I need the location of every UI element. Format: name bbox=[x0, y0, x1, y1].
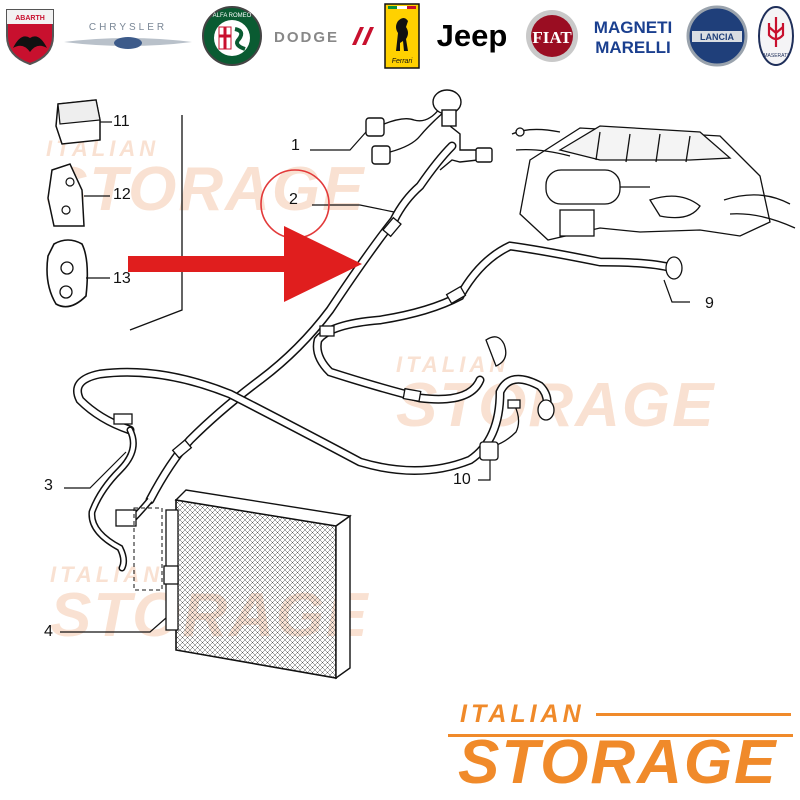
svg-text:MARELLI: MARELLI bbox=[595, 38, 671, 57]
red-arrow-icon bbox=[128, 226, 362, 302]
alfa-romeo-logo: ALFA ROMEO bbox=[200, 4, 264, 68]
part-1-pressure-switch bbox=[365, 89, 493, 171]
abarth-logo: ABARTH bbox=[2, 4, 58, 68]
dodge-logo-text: DODGE bbox=[274, 29, 339, 46]
callout-11: 11 bbox=[113, 113, 130, 130]
svg-text:MAGNETI: MAGNETI bbox=[594, 18, 672, 37]
chrysler-logo-text: CHRYSLER bbox=[89, 22, 167, 33]
callout-13: 13 bbox=[113, 270, 131, 287]
jeep-logo: Jeep bbox=[428, 4, 516, 68]
callout-2: 2 bbox=[289, 191, 298, 208]
fiat-logo: FIAT bbox=[524, 4, 580, 68]
liquid-line-hose bbox=[73, 336, 555, 476]
part-4-condenser bbox=[133, 489, 352, 680]
jeep-logo-text: Jeep bbox=[436, 18, 508, 53]
callout-leader-lines bbox=[60, 131, 690, 633]
callout-12: 12 bbox=[113, 186, 131, 203]
brand-big-text: STORAGE bbox=[458, 728, 778, 797]
maserati-logo-text: MASERATI bbox=[763, 53, 788, 59]
dodge-logo: DODGE bbox=[270, 4, 374, 68]
brand-rule bbox=[448, 734, 793, 737]
brand-small-text: ITALIAN bbox=[460, 700, 585, 728]
italian-storage-logo: ITALIAN STORAGE bbox=[448, 700, 793, 797]
part-2-ac-hose bbox=[145, 141, 457, 505]
part-13-rubber-mount-icon bbox=[46, 239, 110, 308]
callout-10: 10 bbox=[453, 471, 471, 488]
ferrari-logo-text: Ferrari bbox=[392, 58, 413, 65]
callout-4: 4 bbox=[44, 623, 53, 640]
magneti-marelli-logo: MAGNETI MARELLI bbox=[586, 4, 680, 68]
lancia-logo-text: LANCIA bbox=[700, 32, 734, 42]
alfa-romeo-logo-text: ALFA ROMEO bbox=[213, 13, 252, 19]
chrysler-logo: CHRYSLER bbox=[62, 4, 194, 68]
lancia-logo: LANCIA bbox=[684, 4, 750, 68]
part-9-suction-hose bbox=[312, 241, 683, 404]
part-12-bracket-icon bbox=[47, 163, 110, 227]
callout-3: 3 bbox=[44, 477, 53, 494]
abarth-logo-text: ABARTH bbox=[15, 15, 45, 22]
part-3-condenser-pipes bbox=[88, 413, 153, 572]
maserati-logo: MASERATI bbox=[756, 4, 796, 68]
callout-1: 1 bbox=[291, 137, 300, 154]
brand-logo-strip: ABARTH CHRYSLER ALFA ROMEO DODGE bbox=[0, 0, 800, 80]
parts-legend-bracket bbox=[129, 115, 183, 331]
ferrari-logo: Ferrari bbox=[382, 3, 422, 69]
fiat-logo-text: FIAT bbox=[532, 28, 572, 47]
part-10-temperature-sensor bbox=[479, 399, 521, 461]
part-11-relay-icon bbox=[55, 99, 112, 145]
evaporator-housing bbox=[511, 125, 796, 241]
brand-rule bbox=[596, 713, 791, 716]
callout-9: 9 bbox=[705, 295, 714, 312]
